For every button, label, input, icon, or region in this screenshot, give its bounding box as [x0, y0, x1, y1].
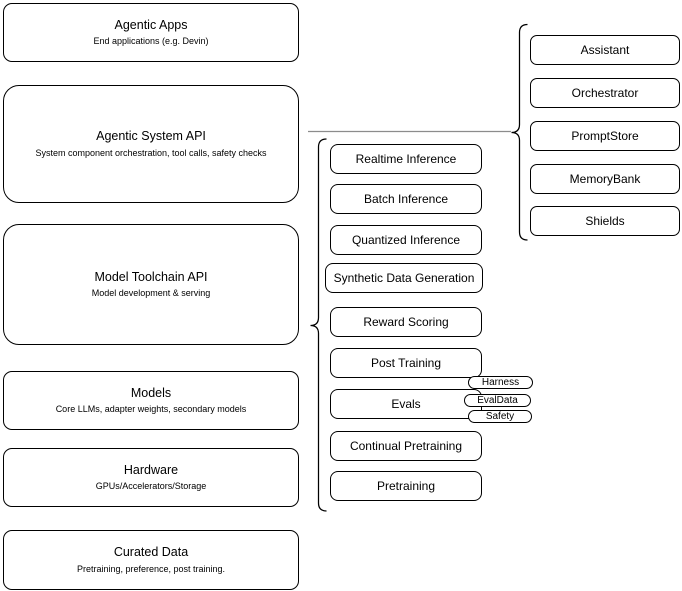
- node-batch-inference: Batch Inference: [330, 184, 482, 214]
- node-shields: Shields: [530, 206, 680, 236]
- node-realtime-inference: Realtime Inference: [330, 144, 482, 174]
- node-models: Models Core LLMs, adapter weights, secon…: [3, 371, 299, 430]
- node-orchestrator: Orchestrator: [530, 78, 680, 108]
- node-title: Models: [130, 385, 172, 400]
- node-quantized-inference: Quantized Inference: [330, 225, 482, 255]
- node-title: Hardware: [123, 462, 179, 477]
- node-continual-pretraining: Continual Pretraining: [330, 431, 482, 461]
- node-memorybank: MemoryBank: [530, 164, 680, 194]
- node-assistant: Assistant: [530, 35, 680, 65]
- eval-tag-safety: Safety: [468, 410, 532, 423]
- node-title: Model Toolchain API: [94, 269, 208, 284]
- node-title: Curated Data: [113, 545, 189, 560]
- node-subtitle: System component orchestration, tool cal…: [35, 147, 267, 158]
- eval-tag-evaldata: EvalData: [464, 394, 531, 407]
- node-model-toolchain-api: Model Toolchain API Model development & …: [3, 224, 299, 345]
- node-evals: Evals: [330, 389, 482, 419]
- toolchain-brace: [310, 138, 327, 512]
- node-subtitle: End applications (e.g. Devin): [93, 36, 209, 47]
- node-title: Agentic Apps: [114, 17, 188, 32]
- node-subtitle: Model development & serving: [91, 288, 211, 299]
- node-subtitle: Pretraining, preference, post training.: [76, 563, 226, 574]
- node-agentic-system-api: Agentic System API System component orch…: [3, 85, 299, 203]
- node-reward-scoring: Reward Scoring: [330, 307, 482, 337]
- node-pretraining: Pretraining: [330, 471, 482, 501]
- node-subtitle: GPUs/Accelerators/Storage: [95, 481, 207, 492]
- node-hardware: Hardware GPUs/Accelerators/Storage: [3, 448, 299, 507]
- node-promptstore: PromptStore: [530, 121, 680, 151]
- eval-tag-harness: Harness: [468, 376, 533, 389]
- node-title: Agentic System API: [96, 129, 206, 144]
- node-agentic-apps: Agentic Apps End applications (e.g. Devi…: [3, 3, 299, 62]
- node-synthetic-data-generation: Synthetic Data Generation: [325, 263, 483, 293]
- node-post-training: Post Training: [330, 348, 482, 378]
- node-curated-data: Curated Data Pretraining, preference, po…: [3, 530, 299, 590]
- system-components-brace: [511, 23, 528, 241]
- node-subtitle: Core LLMs, adapter weights, secondary mo…: [55, 404, 247, 415]
